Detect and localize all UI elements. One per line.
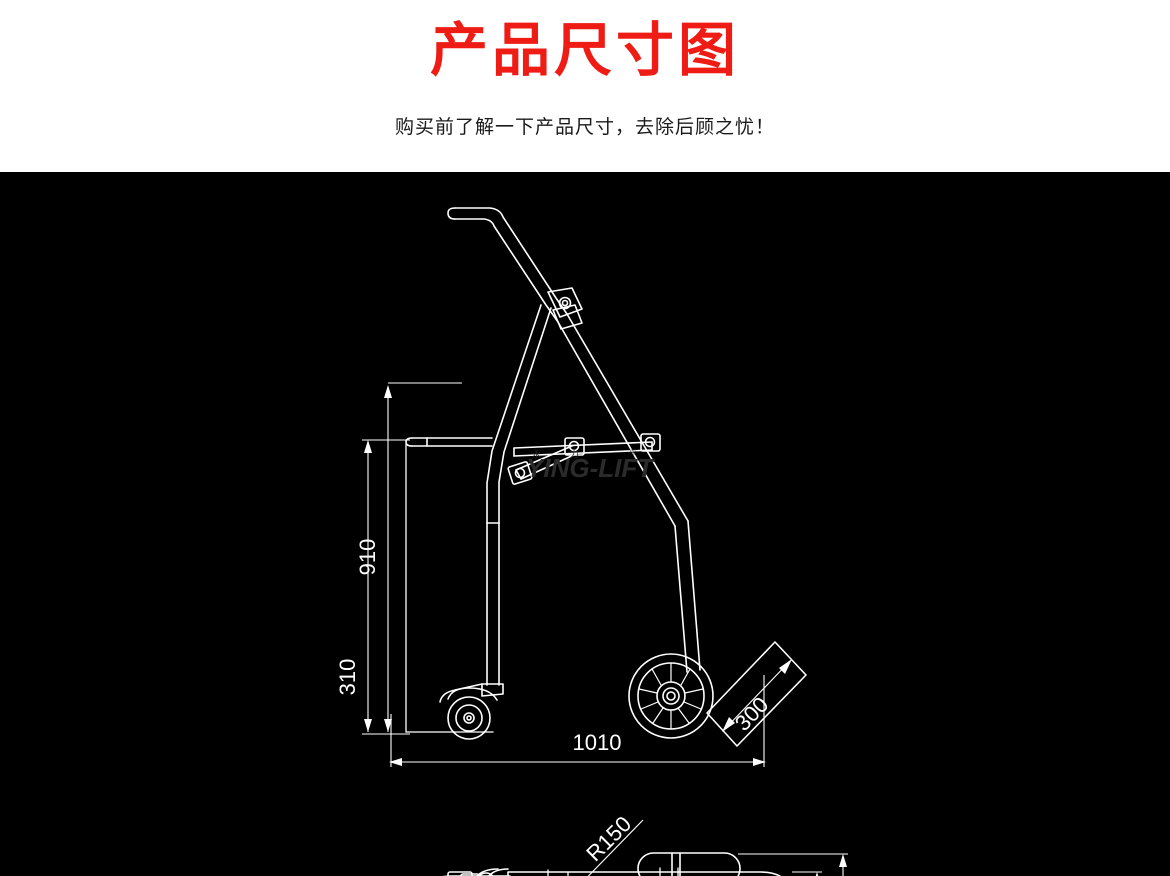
svg-text:力: 力 [570, 448, 579, 459]
arrow-300-top-upper [815, 872, 819, 876]
front-strut-tube [486, 304, 552, 524]
side-elevation-view [405, 207, 807, 747]
body-outline [507, 871, 782, 876]
top-view-dimensions [587, 819, 848, 876]
dim-line-300-diag [723, 660, 791, 731]
inner-handle-tube [475, 868, 509, 876]
arrow-1010-left [389, 758, 402, 766]
platform-rail [405, 437, 493, 447]
drawing-background [0, 172, 1170, 876]
caster-mount-top [447, 871, 494, 876]
leader-line-r150 [587, 819, 644, 876]
tilted-plate-outline [706, 641, 807, 747]
side-view-dimensions [362, 382, 792, 767]
link-pivot-joints [507, 433, 661, 485]
pivot-bracket-upper [547, 287, 583, 330]
wheel-spokes [638, 662, 704, 730]
rear-leg-tube [557, 313, 689, 527]
svg-text:永: 永 [532, 448, 541, 459]
top-plan-view [442, 852, 782, 876]
technical-drawing-panel: 910 310 1010 300 永 力 YING-LIFT ® [0, 172, 1170, 876]
main-wheel [628, 653, 714, 739]
main-wheel-bracket [674, 520, 701, 673]
wheel-top [637, 852, 741, 876]
arrow-310-bottom [364, 719, 372, 732]
dim-label-1010: 1010 [573, 730, 622, 755]
arrow-910-top [384, 385, 392, 398]
technical-drawing-svg: 910 310 1010 300 永 力 YING-LIFT ® [0, 172, 1170, 876]
svg-text:®: ® [630, 448, 636, 457]
arrow-910-bottom [384, 719, 392, 732]
arrow-310-top [364, 440, 372, 453]
dim-label-910: 910 [355, 539, 380, 576]
arrow-1010-right [753, 758, 766, 766]
caster-wheel [439, 522, 504, 740]
watermark-side: 永 力 YING-LIFT ® [526, 448, 655, 483]
svg-text:YING-LIFT: YING-LIFT [526, 453, 655, 483]
page-header: 产品尺寸图 购买前了解一下产品尺寸，去除后顾之忧！ [0, 0, 1170, 172]
page-title: 产品尺寸图 [429, 18, 740, 83]
arrow-300-upper [779, 659, 792, 674]
dim-label-310: 310 [335, 659, 360, 696]
page-subtitle: 购买前了解一下产品尺寸，去除后顾之忧！ [394, 117, 775, 138]
arrow-300-lower [722, 717, 735, 732]
arrow-430-upper [839, 854, 847, 867]
platform-outline [405, 443, 494, 733]
handle-tube [447, 207, 568, 323]
